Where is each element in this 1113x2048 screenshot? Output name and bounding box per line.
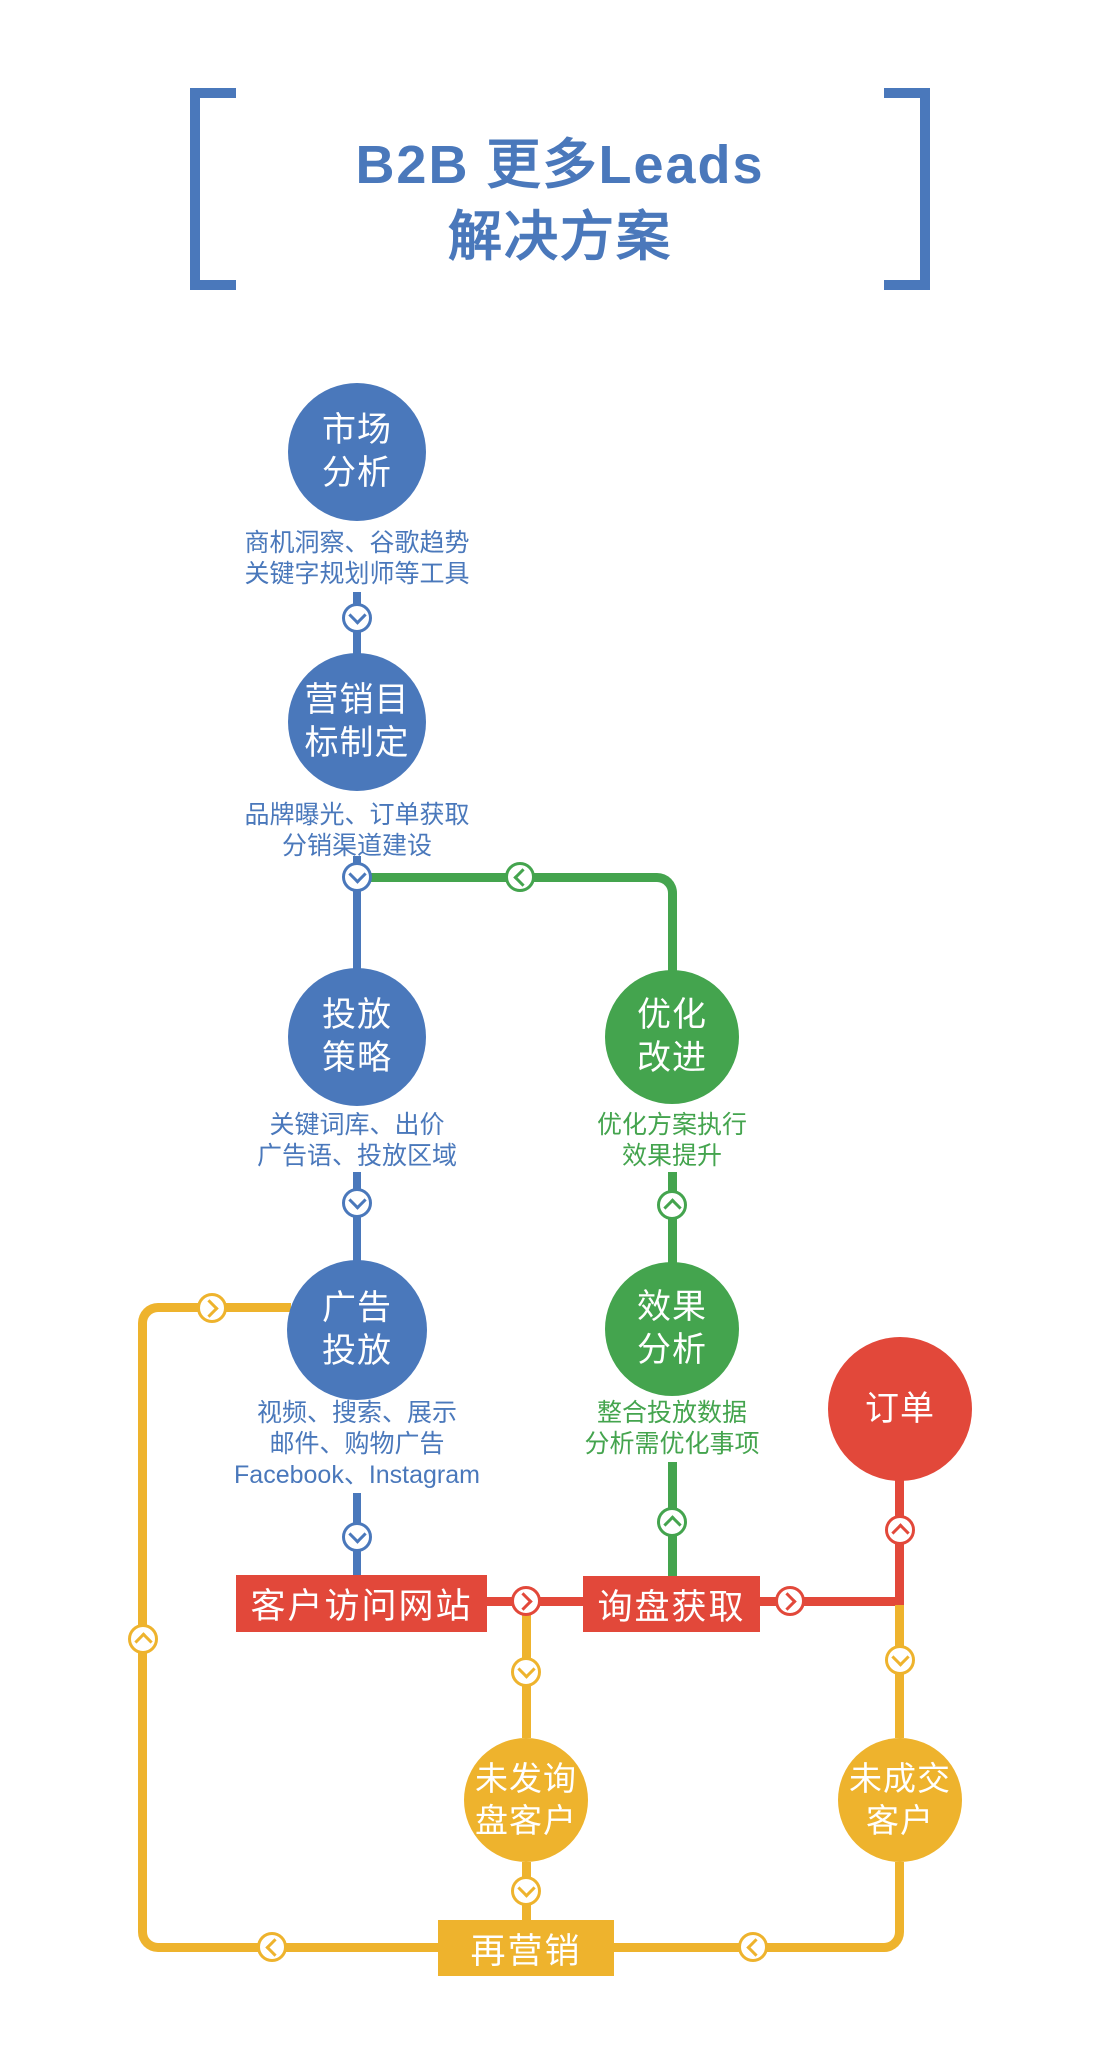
node-order: 订单 — [828, 1337, 972, 1481]
line-inquiry-to-order-column — [760, 1597, 904, 1606]
title-bracket-left — [190, 88, 236, 290]
chevron-down-icon — [516, 1879, 536, 1898]
chevron-left-icon — [746, 1937, 765, 1957]
rail-bottom-corner — [138, 1890, 438, 1952]
caption-ad-delivery: 视频、搜索、展示 邮件、购物广告 Facebook、Instagram — [234, 1399, 480, 1489]
chevron-down-icon — [347, 865, 367, 884]
node-marketing-goal: 营销目 标制定 — [288, 653, 426, 791]
chevron-up-icon — [662, 1198, 682, 1217]
flow-connector — [657, 1507, 687, 1537]
chevron-right-icon — [514, 1591, 533, 1611]
node-unclosed-customers: 未成交 客户 — [838, 1738, 962, 1862]
node-optimize-improve: 优化 改进 — [605, 970, 739, 1104]
caption-effect-analysis: 整合投放数据 分析需优化事项 — [584, 1399, 760, 1458]
node-market-analysis: 市场 分析 — [288, 383, 426, 521]
page-title-line1: B2B 更多Leads — [355, 135, 765, 195]
tag-visit-site: 客户访问网站 — [236, 1575, 487, 1632]
chevron-right-icon — [778, 1591, 797, 1611]
line-goal-to-strategy — [353, 856, 361, 975]
caption-optimize-improve: 优化方案执行 效果提升 — [596, 1111, 748, 1170]
chevron-left-icon — [265, 1937, 284, 1957]
title-bracket-right — [884, 88, 930, 290]
flow-connector — [505, 862, 535, 892]
page-title-line2: 解决方案 — [448, 207, 672, 267]
chevron-left-icon — [513, 867, 532, 887]
flow-connector — [511, 1657, 541, 1687]
node-effect-analysis: 效果 分析 — [605, 1262, 739, 1396]
flow-connector — [197, 1293, 227, 1323]
flow-connector — [128, 1624, 158, 1654]
node-no-inquiry-customers: 未发询 盘客户 — [464, 1738, 588, 1862]
flow-connector — [342, 862, 372, 892]
flow-connector — [511, 1876, 541, 1906]
chevron-right-icon — [200, 1298, 219, 1318]
caption-delivery-strategy: 关键词库、出价 广告语、投放区域 — [256, 1111, 458, 1170]
caption-market-analysis: 商机洞察、谷歌趋势 关键字规划师等工具 — [244, 529, 470, 588]
flow-connector — [885, 1515, 915, 1545]
caption-marketing-goal: 品牌曝光、订单获取 分销渠道建设 — [244, 801, 470, 860]
flow-connector — [885, 1645, 915, 1675]
chevron-down-icon — [347, 606, 367, 625]
flow-connector — [511, 1586, 541, 1616]
chevron-down-icon — [890, 1648, 910, 1667]
flow-connector — [657, 1190, 687, 1220]
flow-connector — [342, 1188, 372, 1218]
node-delivery-strategy: 投放 策略 — [288, 968, 426, 1106]
tag-inquiry-acquisition: 询盘获取 — [583, 1576, 760, 1632]
chevron-up-icon — [890, 1523, 910, 1542]
tag-remarketing: 再营销 — [438, 1920, 614, 1976]
flow-connector — [775, 1586, 805, 1616]
flow-connector — [342, 603, 372, 633]
flow-connector — [342, 1522, 372, 1552]
flow-connector — [257, 1932, 287, 1962]
chevron-up-icon — [662, 1515, 682, 1534]
flow-connector — [738, 1932, 768, 1962]
chevron-down-icon — [347, 1191, 367, 1210]
node-ad-delivery: 广告 投放 — [287, 1260, 427, 1400]
chevron-down-icon — [516, 1660, 536, 1679]
chevron-down-icon — [347, 1525, 367, 1544]
line-strategy-to-addelivery — [353, 1172, 361, 1268]
chevron-up-icon — [133, 1632, 153, 1651]
